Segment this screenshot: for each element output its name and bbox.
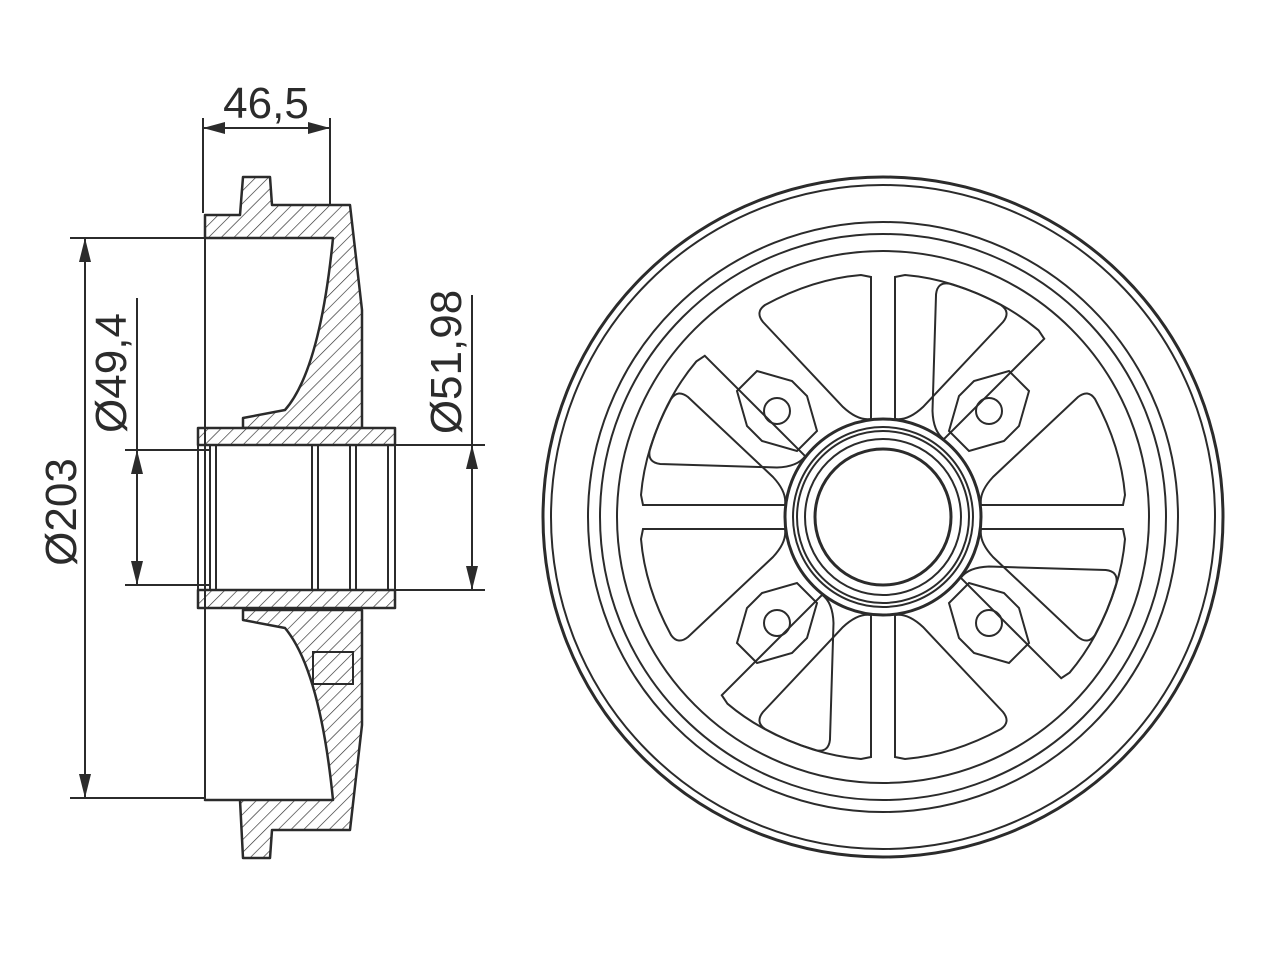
- stud-hole: [312, 651, 354, 685]
- upper-drum-section: [203, 175, 364, 430]
- dimension-bore-diameter: Ø51,98: [395, 290, 485, 591]
- front-view: [541, 175, 1225, 859]
- dimension-width: 46,5: [202, 79, 331, 213]
- outer-rim: [541, 175, 1225, 859]
- bore: [813, 447, 953, 587]
- hub-diameter-label: Ø49,4: [87, 313, 136, 433]
- hub-outer: [783, 417, 983, 617]
- dimension-outer-diameter: Ø203: [37, 237, 205, 799]
- width-label: 46,5: [223, 79, 309, 128]
- hub-lower-section: [196, 588, 397, 610]
- hub-upper-section: [196, 426, 397, 447]
- bore-diameter-label: Ø51,98: [422, 290, 471, 434]
- dimension-hub-diameter: Ø49,4: [87, 298, 210, 586]
- lower-drum-section: [203, 608, 364, 860]
- outer-diameter-label: Ø203: [37, 458, 86, 566]
- spoke-windows: [623, 257, 1143, 777]
- bolt-bosses: [735, 369, 1030, 664]
- section-view: 46,5 Ø203 Ø49,4 Ø51,98: [37, 79, 485, 860]
